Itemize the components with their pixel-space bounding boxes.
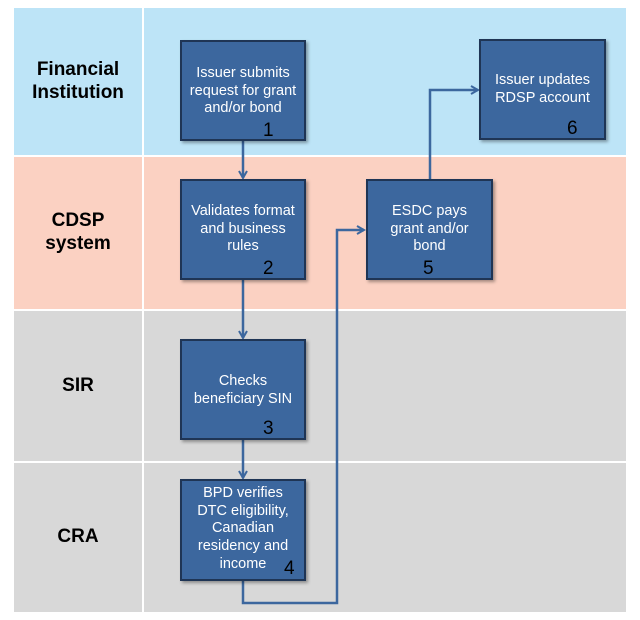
step-1-number: 1	[263, 120, 274, 141]
step-1-text: Issuer submits request for grant and/or …	[189, 65, 297, 117]
lane-label-cra: CRA	[57, 525, 99, 547]
lane-cdsp-system	[14, 156, 626, 310]
lane-divider	[14, 461, 626, 463]
lane-divider	[14, 309, 626, 311]
step-6-box: Issuer updates RDSP account 6	[479, 39, 606, 140]
lane-label-cdsp-system: CDSP system	[45, 210, 111, 254]
lane-divider	[14, 155, 626, 157]
lane-label-financial-institution: Financial Institution	[32, 59, 124, 103]
step-5-text: ESDC pays grant and/or bond	[390, 203, 469, 255]
step-6-text: Issuer updates RDSP account	[494, 72, 591, 106]
step-2-text: Validates format and business rules	[191, 203, 295, 255]
step-4-text: BPD verifies DTC eligibility, Canadian r…	[197, 485, 289, 572]
step-4-number: 4	[284, 558, 295, 579]
lane-sir	[14, 310, 626, 462]
step-2-box: Validates format and business rules 2	[180, 179, 306, 280]
step-1-box: Issuer submits request for grant and/or …	[180, 40, 306, 141]
step-5-box: ESDC pays grant and/or bond 5	[366, 179, 493, 280]
step-3-number: 3	[263, 418, 274, 439]
step-3-text: Checks beneficiary SIN	[193, 373, 293, 407]
lane-cra	[14, 462, 626, 612]
step-6-number: 6	[567, 118, 578, 139]
arrow-step5-to-step6	[428, 90, 478, 179]
step-5-number: 5	[423, 258, 434, 279]
lane-label-sir: SIR	[62, 374, 94, 396]
step-4-box: BPD verifies DTC eligibility, Canadian r…	[180, 479, 306, 581]
step-3-box: Checks beneficiary SIN 3	[180, 339, 306, 440]
step-2-number: 2	[263, 258, 274, 279]
arrow-step4-to-step5	[241, 230, 364, 605]
